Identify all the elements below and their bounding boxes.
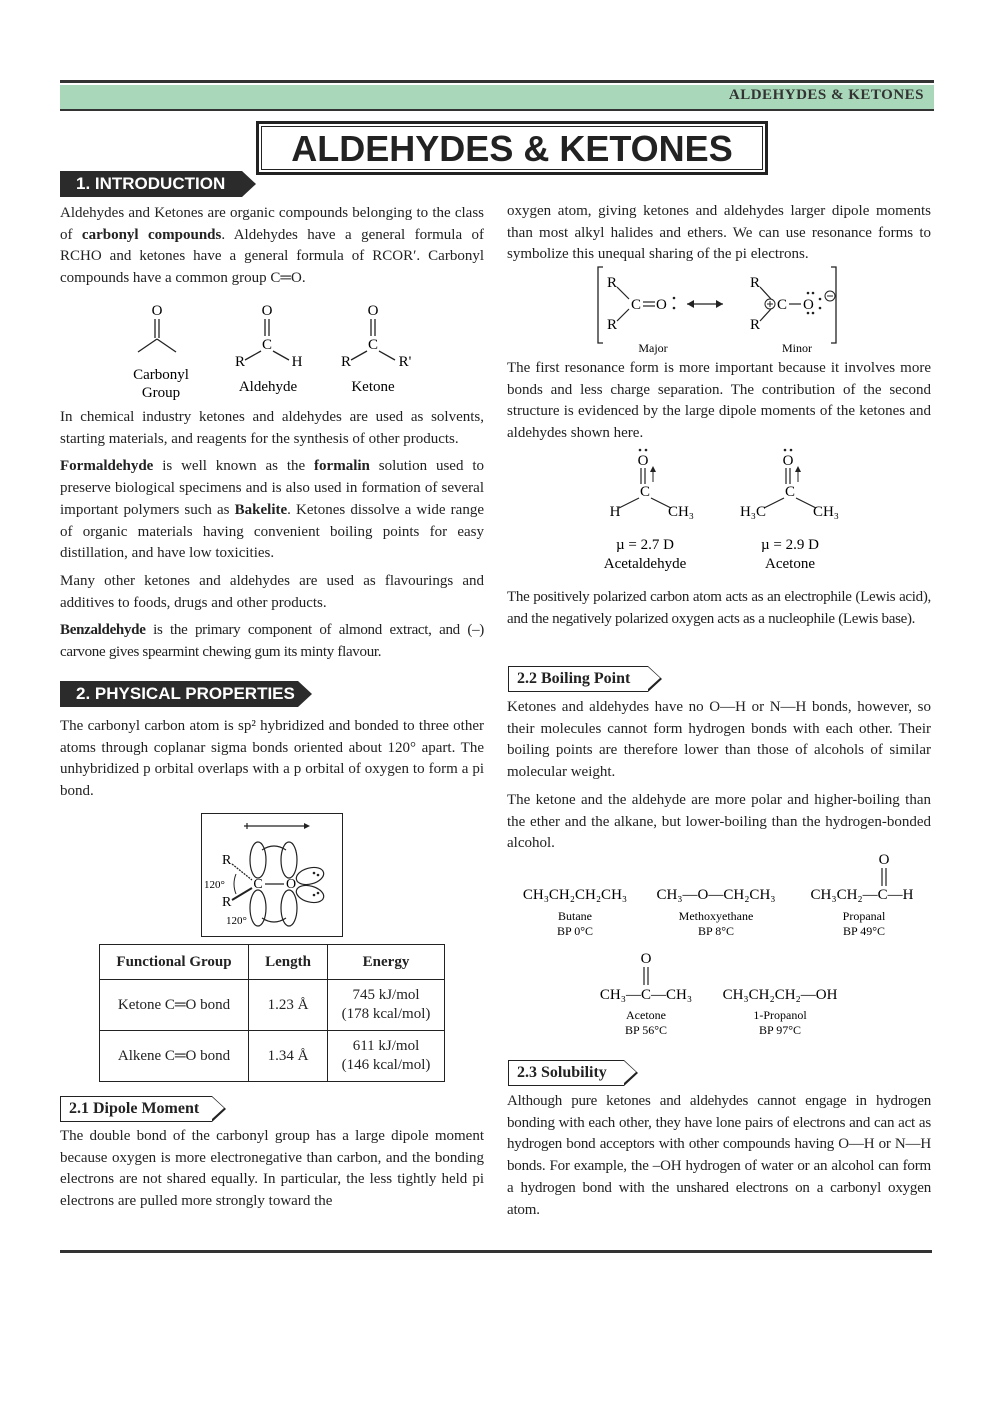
svg-text:Propanal: Propanal	[843, 909, 886, 923]
header-functional-group: Functional Group	[99, 944, 249, 980]
dipole-paragraph-2: The first resonance form is more importa…	[507, 360, 931, 442]
svg-text:120°: 120°	[226, 915, 247, 927]
svg-text:O: O	[656, 297, 667, 313]
minor-label: Minor	[782, 341, 812, 355]
svg-text:R: R	[607, 275, 617, 291]
acetaldehyde-dipole: µ = 2.7 D	[616, 537, 674, 553]
dipole-molecules-figure: O C H CH₃ µ = 2.7 D Acetaldehyde O C H₃C…	[604, 448, 839, 572]
dipole-paragraph-1: The double bond of the carbonyl group ha…	[60, 1128, 484, 1210]
svg-text:C: C	[368, 337, 378, 353]
subsection-boiling-point: 2.2 Boiling Point	[508, 665, 662, 692]
svg-text:Butane: Butane	[558, 909, 592, 923]
svg-text:R: R	[750, 317, 760, 333]
svg-text:H: H	[292, 354, 303, 370]
svg-text:C: C	[631, 297, 641, 313]
svg-text:R: R	[750, 275, 760, 291]
dipole-paragraph-3: The positively polarized carbon atom act…	[507, 589, 931, 627]
propanol-formula: CH₃CH₂CH₂—OH	[723, 987, 838, 1003]
svg-text:Acetone: Acetone	[626, 1008, 666, 1022]
major-label: Major	[638, 341, 667, 355]
bottom-rule	[60, 1250, 932, 1253]
acetone-label: Acetone	[765, 556, 815, 572]
section-physical-properties: 2. PHYSICAL PROPERTIES	[60, 681, 312, 707]
svg-text:O: O	[803, 297, 814, 313]
dipole-paragraph-1-continued: oxygen atom, giving ketones and aldehyde…	[507, 203, 931, 263]
resonance-figure: R R C O R R C O Major Minor	[597, 266, 837, 355]
svg-text:1-Propanol: 1-Propanol	[753, 1008, 807, 1022]
acetone-dipole: µ = 2.9 D	[761, 537, 819, 553]
intro-paragraph-5: Benzaldehyde is the primary component of…	[60, 622, 484, 661]
svg-text:O: O	[783, 453, 794, 469]
intro-paragraph-2: In chemical industry ketones and aldehyd…	[60, 409, 484, 447]
section-introduction: 1. INTRODUCTION	[60, 171, 256, 197]
svg-text:C: C	[785, 484, 795, 500]
svg-text:R': R'	[399, 354, 412, 370]
svg-text:R: R	[235, 354, 245, 370]
svg-text:O: O	[879, 852, 890, 868]
subsection-solubility: 2.3 Solubility	[508, 1059, 638, 1086]
physical-paragraph-1: The carbonyl carbon atom is sp² hybridiz…	[60, 718, 484, 800]
acetone-formula: CH₃—C—CH₃	[600, 987, 692, 1003]
table-row: Ketone C═O bond 1.23 Å 745 kJ/mol(178 kc…	[99, 979, 445, 1031]
butane-formula: CH₃CH₂CH₂CH₃	[523, 887, 627, 903]
svg-text:O: O	[262, 303, 273, 319]
table-row: Alkene C═O bond 1.34 Å 611 kJ/mol(146 kc…	[99, 1030, 445, 1082]
svg-text:BP 49°C: BP 49°C	[843, 924, 885, 938]
acetaldehyde-label: Acetaldehyde	[604, 556, 687, 572]
ketone-label: Ketone	[351, 379, 395, 395]
svg-text:C: C	[777, 297, 787, 313]
running-header: ALDEHYDES & KETONES	[60, 85, 934, 111]
boiling-paragraph-1: Ketones and aldehydes have no O—H or N—H…	[507, 699, 932, 781]
svg-text:C: C	[262, 337, 272, 353]
intro-paragraph-4: Many other ketones and aldehydes are use…	[60, 572, 484, 611]
boiling-body: Ketones and aldehydes have no O—H or N—H…	[507, 697, 931, 861]
svg-text:H: H	[610, 504, 621, 520]
carbonyl-label: Carbonyl	[133, 367, 189, 383]
boiling-point-figure: CH₃CH₂CH₂CH₃ Butane BP 0°C CH₃—O—CH₂CH₃ …	[523, 852, 914, 1037]
svg-text:R: R	[341, 354, 351, 370]
svg-text:CH₃: CH₃	[813, 504, 839, 520]
bond-table: Functional Group Length Energy Ketone C═…	[99, 944, 445, 1082]
carbonyl-structures-figure: O Carbonyl Group O C R H Aldehyde O C R …	[133, 303, 412, 401]
group-label: Group	[142, 385, 180, 401]
svg-text:R: R	[222, 895, 232, 910]
svg-text:C: C	[640, 484, 650, 500]
propanal-formula: CH₃CH₂—C—H	[811, 887, 914, 903]
svg-text:O: O	[638, 453, 649, 469]
svg-text:R: R	[222, 853, 232, 868]
solubility-paragraph-1: Although pure ketones and aldehydes cann…	[507, 1093, 931, 1218]
svg-text:CH₃: CH₃	[668, 504, 694, 520]
boiling-paragraph-2: The ketone and the aldehyde are more pol…	[507, 791, 931, 852]
svg-text:BP 0°C: BP 0°C	[557, 924, 593, 938]
svg-text:O: O	[368, 303, 379, 319]
methoxyethane-formula: CH₃—O—CH₂CH₃	[656, 887, 775, 903]
intro-paragraph-3: Formaldehyde is well known as the formal…	[60, 458, 484, 562]
page-title: ALDEHYDES & KETONES	[256, 121, 768, 175]
intro-paragraph-1: Aldehydes and Ketones are organic compou…	[60, 205, 485, 287]
running-title: ALDEHYDES & KETONES	[728, 87, 924, 103]
svg-text:H₃C: H₃C	[740, 504, 766, 520]
svg-text:R: R	[607, 317, 617, 333]
svg-text:120°: 120°	[204, 879, 225, 891]
orbital-diagram-frame: C O R R 120° 120°	[201, 813, 343, 937]
o-label: O	[152, 303, 163, 319]
svg-text:O: O	[286, 877, 296, 892]
intro-body: In chemical industry ketones and aldehyd…	[60, 407, 484, 670]
top-rule	[60, 80, 934, 83]
svg-text:BP 8°C: BP 8°C	[698, 924, 734, 938]
svg-text:BP 56°C: BP 56°C	[625, 1023, 667, 1037]
header-energy: Energy	[327, 944, 445, 980]
aldehyde-label: Aldehyde	[239, 379, 298, 395]
svg-text:O: O	[641, 951, 652, 967]
subsection-dipole-moment: 2.1 Dipole Moment	[60, 1095, 226, 1122]
svg-text:Methoxyethane: Methoxyethane	[679, 909, 754, 923]
orbital-diagram: C O R R 120° 120°	[204, 823, 325, 927]
svg-text:BP 97°C: BP 97°C	[759, 1023, 801, 1037]
header-length: Length	[248, 944, 328, 980]
svg-text:C: C	[253, 877, 262, 892]
